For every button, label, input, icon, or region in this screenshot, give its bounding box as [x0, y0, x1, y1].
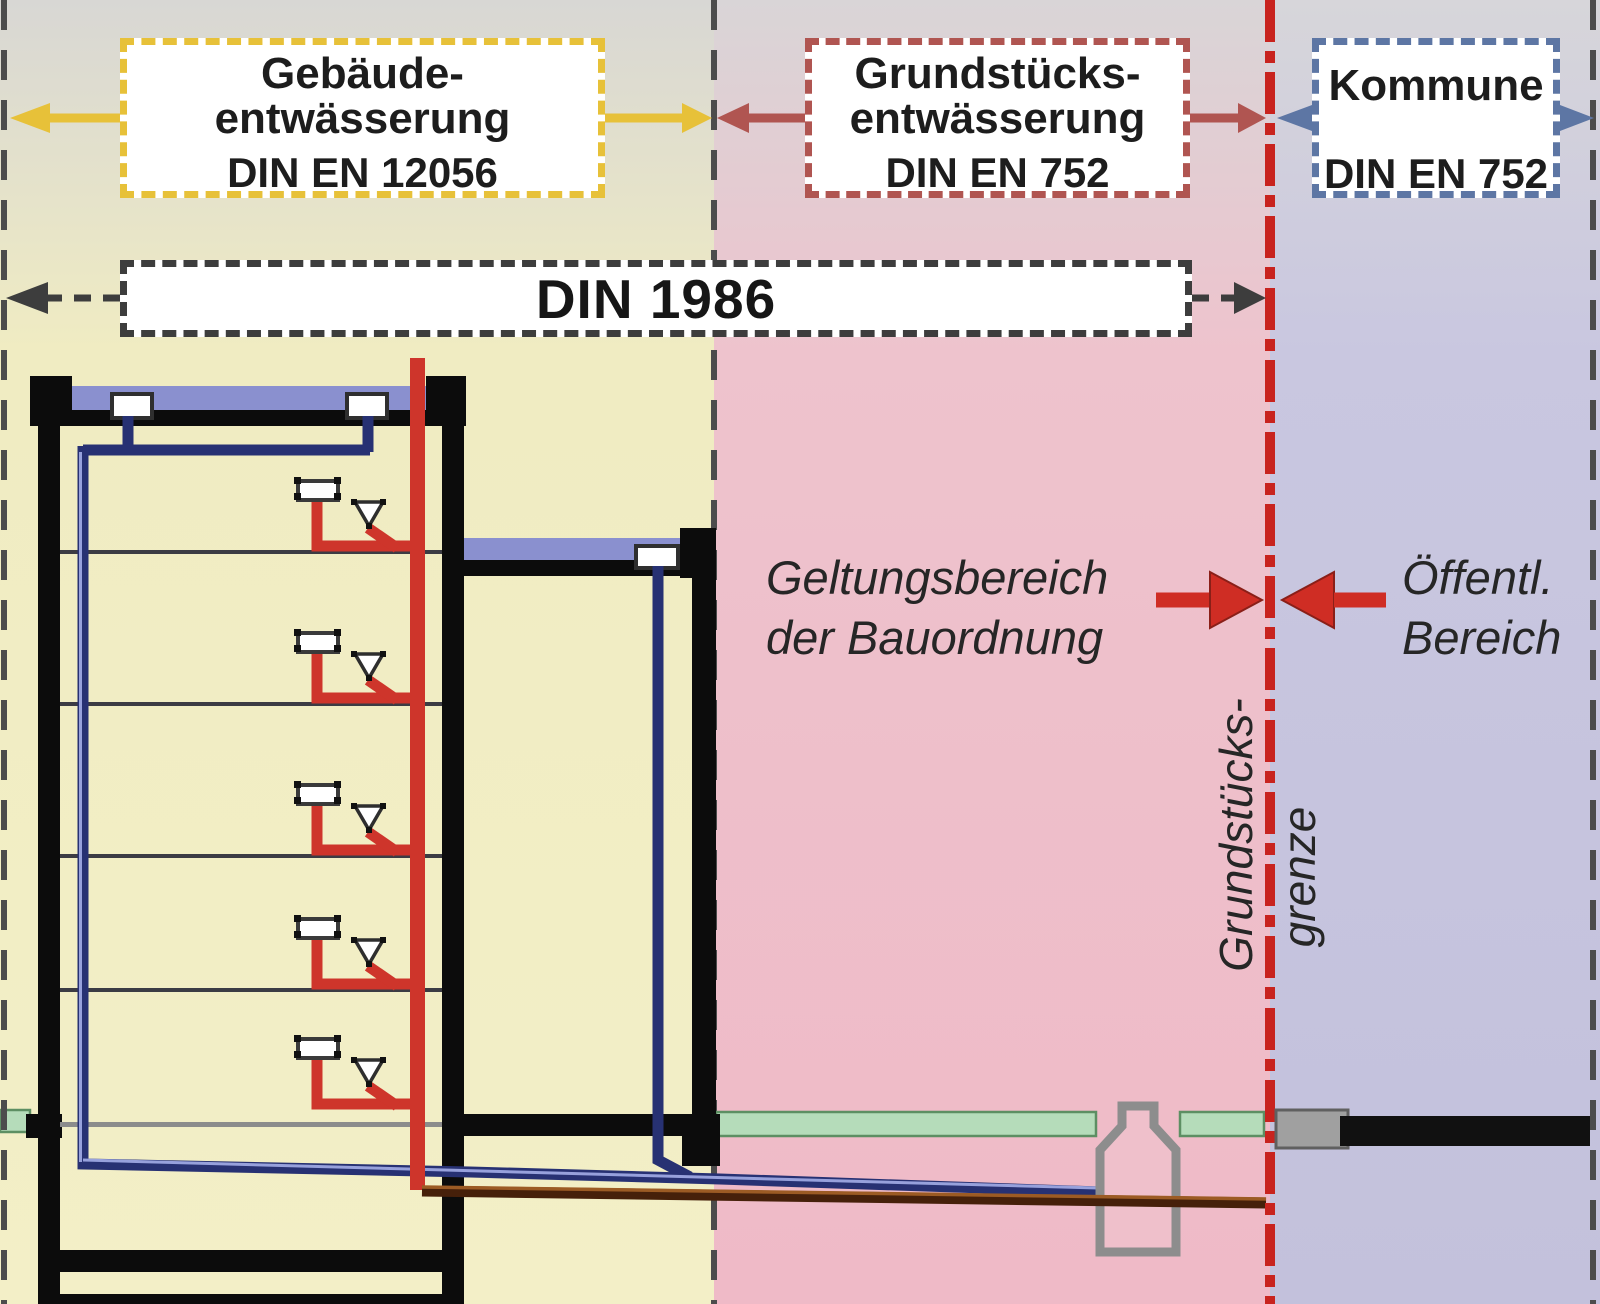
standard-box-grundstuecksentwaesserung: Grundstücks- entwässerung DIN EN 752: [805, 38, 1190, 198]
standard-label: DIN EN 12056: [227, 149, 498, 196]
zone-property-drainage: [714, 0, 1270, 1304]
rainwater-pipes: [77, 416, 1101, 1198]
note-oeffentlicher-bereich: Öffentl. Bereich: [1402, 548, 1561, 668]
wall-left: [38, 424, 60, 1304]
box-title-line: entwässerung: [849, 94, 1146, 143]
annex-roof-vent: [634, 544, 680, 570]
box-title-line: Kommune: [1328, 61, 1544, 110]
roof-parapet-right: [426, 376, 466, 426]
box-title-line: Grundstücks-: [854, 49, 1141, 98]
boundary-label-line1: Grundstücks-: [1210, 698, 1262, 972]
floor-line: [60, 854, 442, 858]
zone-public: [1270, 0, 1600, 1304]
banner-label: DIN 1986: [535, 267, 777, 330]
building-section: [0, 358, 1267, 1304]
wall-right: [442, 424, 464, 1304]
box-title-line: entwässerung: [214, 94, 511, 143]
floor-line: [60, 702, 442, 706]
standard-label: DIN EN 752: [885, 149, 1110, 196]
roof-vent-right: [345, 392, 389, 420]
floor-line: [60, 550, 442, 554]
public-sewer-pipe: [1340, 1116, 1590, 1146]
note-line: Geltungsbereich: [766, 551, 1109, 604]
boundary-arrows: [1156, 570, 1386, 630]
range-arrows-gebaeude: [10, 103, 712, 133]
din-1986-banner: DIN 1986: [120, 260, 1192, 337]
roof-parapet-left: [30, 376, 72, 426]
standard-box-kommune: Kommune DIN EN 752: [1312, 38, 1560, 198]
standard-box-gebaeudeentwaesserung: Gebäude- entwässerung DIN EN 12056: [120, 38, 605, 198]
basement-bottom-band: [60, 1294, 442, 1304]
ground-pipe-brown: [421, 1185, 1267, 1209]
sewer-connector: [1274, 1108, 1350, 1150]
annex-wall-right: [692, 578, 716, 1120]
boundary-label-line2: grenze: [1273, 806, 1325, 948]
note-line: Öffentl.: [1402, 551, 1554, 604]
note-line: der Bauordnung: [766, 611, 1104, 664]
ground-pipe-highlight: [421, 1185, 1267, 1201]
ground-line: [60, 1122, 442, 1127]
range-arrows-din1986: [6, 282, 1266, 314]
note-line: Bereich: [1402, 611, 1562, 664]
basement-floor-slab: [38, 1250, 464, 1272]
storm-pipe-main: [714, 1110, 1098, 1138]
inspection-chamber: [1095, 1101, 1181, 1257]
storm-pipe-right: [1178, 1110, 1266, 1138]
floor-line: [60, 988, 442, 992]
annex-parapet: [680, 528, 716, 578]
note-geltungsbereich: Geltungsbereich der Bauordnung: [766, 548, 1108, 668]
annex-floor-slab: [442, 1114, 720, 1136]
range-arrows-grundstueck: [717, 103, 1266, 133]
range-arrows-kommune: [1277, 105, 1594, 131]
roof-vent-left: [110, 392, 154, 420]
box-title-line: Gebäude-: [261, 49, 464, 98]
standard-label: DIN EN 752: [1323, 150, 1549, 197]
